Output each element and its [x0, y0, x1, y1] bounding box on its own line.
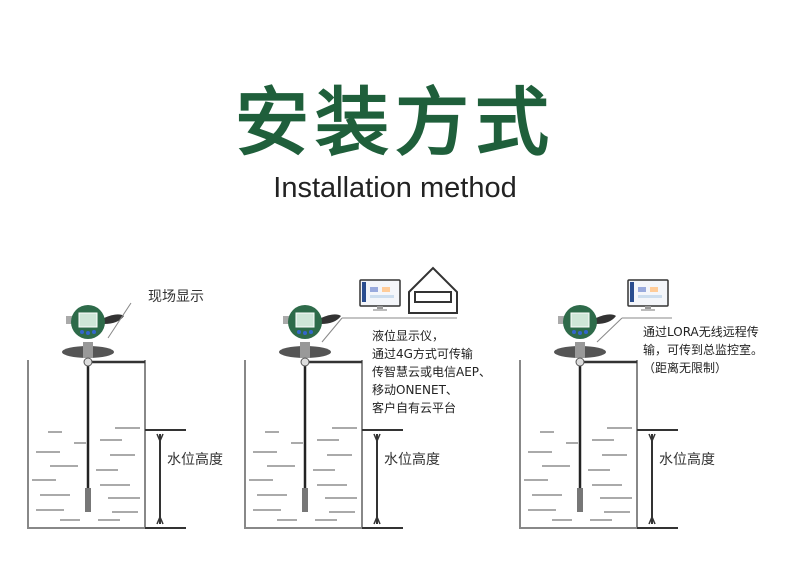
callout-local-display: 现场显示 [148, 289, 204, 305]
level-label: 水位高度 [384, 452, 440, 468]
cloud-house-icon [408, 266, 458, 314]
page-title: 安装方式 [235, 80, 555, 166]
description-line: 通过LORA无线远程传 [643, 325, 759, 339]
description-line: 通过4G方式可传输 [372, 347, 473, 361]
description-line: （距离无限制） [643, 361, 728, 375]
panel-4g [243, 266, 458, 530]
panel-local-display [26, 302, 188, 530]
description-4g: 液位显示仪， 通过4G方式可传输 传智慧云或电信AEP、 移动ONENET、 客… [372, 327, 491, 417]
description-line: 输，可传到总监控室。 [643, 343, 764, 357]
tank-diagram [26, 303, 188, 530]
description-line: 移动ONENET、 [372, 383, 458, 397]
level-label: 水位高度 [659, 452, 715, 468]
level-label: 水位高度 [167, 452, 223, 468]
description-line: 液位显示仪， [372, 329, 445, 343]
computer-icon [359, 279, 401, 312]
description-lora: 通过LORA无线远程传 输，可传到总监控室。 （距离无限制） [643, 323, 763, 377]
callout-line [107, 302, 132, 339]
panel-lora [518, 279, 680, 530]
computer-icon [627, 279, 669, 312]
description-line: 传智慧云或电信AEP、 [372, 365, 492, 379]
description-line: 客户自有云平台 [372, 401, 457, 415]
page-subtitle: Installation method [273, 172, 517, 204]
